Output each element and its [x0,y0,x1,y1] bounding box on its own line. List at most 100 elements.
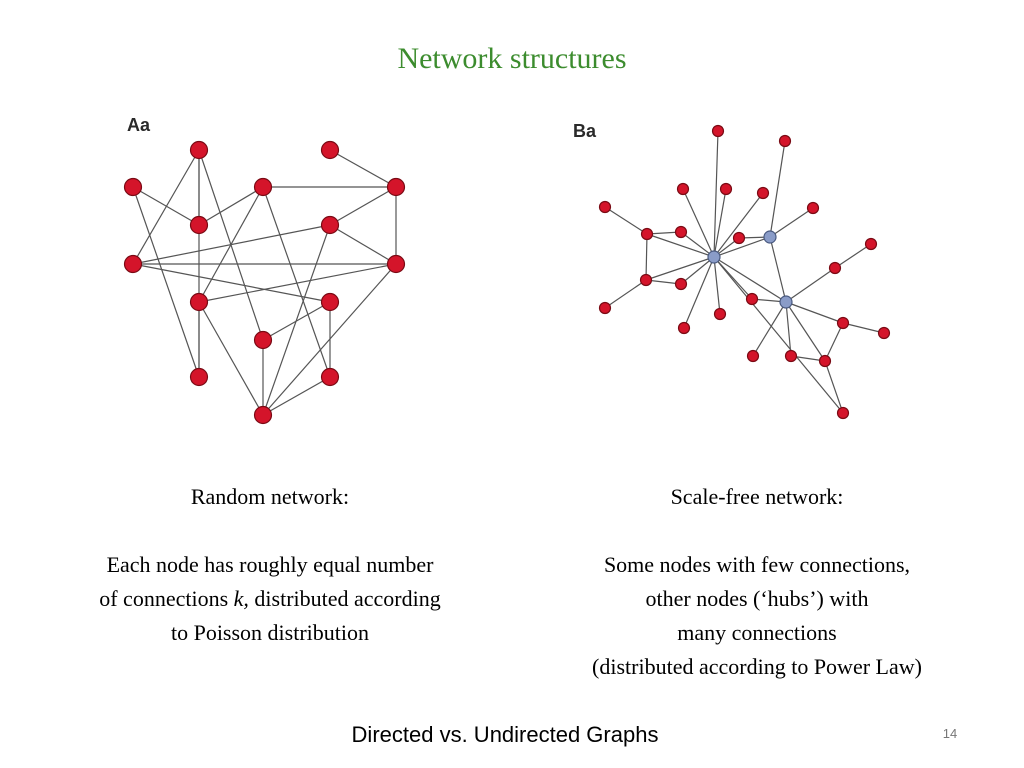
scale-free-network-edge [683,256,715,329]
scale-free-network-edge [645,233,648,281]
scale-free-network-nodes [598,124,891,420]
scale-free-network-node [836,316,850,330]
scale-free-network-node [756,186,770,200]
random-network-node [253,405,273,425]
scale-free-network-edge [680,256,715,285]
scale-free-network-edge [842,322,885,334]
scale-free-network-hub-node [707,250,721,264]
random-network-node [189,367,209,387]
scale-free-network-edge [713,256,721,315]
scale-free-network-caption-line: (distributed according to Power Law) [592,654,922,679]
scale-free-network-node [877,326,891,340]
slide-title: Network structures [397,42,627,75]
scale-free-network-edge [769,140,786,238]
scale-free-network-edge [824,360,844,414]
scale-free-network-node [864,237,878,251]
scale-free-network-edge [769,207,814,238]
random-network-caption-line: to Poisson distribution [170,620,370,645]
random-network-node [320,215,340,235]
random-network-edge [329,149,397,188]
scale-free-network-node [828,261,842,275]
scale-free-network-edge [785,301,792,357]
random-network-edges [132,149,397,416]
scale-free-network-edges [604,130,885,414]
random-network-edge [262,186,331,378]
scale-free-network-edge [785,267,836,303]
scale-free-network-hub-node [763,230,777,244]
panel-label-aa: Aa [127,115,151,135]
scale-free-network-edge [713,130,719,258]
random-network-node [189,215,209,235]
scale-free-network-node [677,321,691,335]
scale-free-network-edge [682,188,715,258]
random-network-edge [262,301,331,341]
scale-free-network-node [713,307,727,321]
scale-free-network-node [674,277,688,291]
scale-free-network-edge [834,243,872,269]
scale-free-network-node [711,124,725,138]
random-network-node [123,254,143,274]
random-network-edge [262,376,331,416]
page-number: 14 [942,726,958,741]
random-network-edge [329,186,397,226]
random-network-edge [132,263,331,303]
random-network-edge [198,301,264,416]
random-network-edge [132,186,200,378]
random-network-heading: Random network: [190,484,350,509]
scale-free-network-edge [645,256,715,281]
scale-free-network-edge [769,236,787,303]
scale-free-network-heading: Scale-free network: [670,484,844,509]
random-network-node [189,292,209,312]
scale-free-network-caption-line: other nodes (‘hubs’) with [645,586,869,611]
scale-free-network-node [784,349,798,363]
random-network-edge [132,224,331,265]
scale-free-network-edge [604,279,647,309]
random-network-node [253,330,273,350]
random-network-edge [132,149,200,265]
scale-free-network-node [676,182,690,196]
random-network-node [320,292,340,312]
scale-free-network-node [719,182,733,196]
scale-free-network-node [732,231,746,245]
random-network-edge [262,263,397,416]
scale-free-network-edge [785,301,844,324]
panel-label-ba: Ba [573,121,597,141]
scale-free-network-edge [713,192,764,258]
scale-free-network-node [746,349,760,363]
slide-footer: Directed vs. Undirected Graphs [351,722,659,747]
scale-free-network-edge [713,188,727,258]
scale-free-network-node [674,225,688,239]
random-network-node [386,177,406,197]
random-network-nodes [123,140,406,425]
scale-free-network-caption-line: Some nodes with few connections, [603,552,911,577]
random-network-edge [262,224,331,416]
random-network-caption-line: of connections k, distributed according [99,586,441,611]
scale-free-network-node [778,134,792,148]
scale-free-network-node [598,301,612,315]
random-network-node [123,177,143,197]
random-network-caption: Random network: Each node has roughly eq… [20,480,520,650]
scale-free-network-edge [824,322,844,362]
scale-free-network-edge [604,206,648,235]
scale-free-network-edge [713,256,787,303]
scale-free-network-node [598,200,612,214]
scale-free-network-edge [680,231,715,258]
scale-free-network-node [745,292,759,306]
scale-free-network-node [639,273,653,287]
scale-free-network-description: Some nodes with few connections, other no… [520,548,994,684]
random-network-node [189,140,209,160]
random-network-node [320,140,340,160]
scale-free-network-node [818,354,832,368]
random-network-caption-line: Each node has roughly equal number [106,552,434,577]
scale-free-network-edge [785,301,826,362]
scale-free-network-node [836,406,850,420]
scale-free-network-edge [646,233,715,258]
scale-free-network-caption: Scale-free network: Some nodes with few … [520,480,994,684]
random-network-edge [329,224,397,265]
random-network-edge [198,186,264,226]
scale-free-network-edge [752,301,787,357]
random-network-node [253,177,273,197]
scale-free-network-edge [713,236,771,258]
